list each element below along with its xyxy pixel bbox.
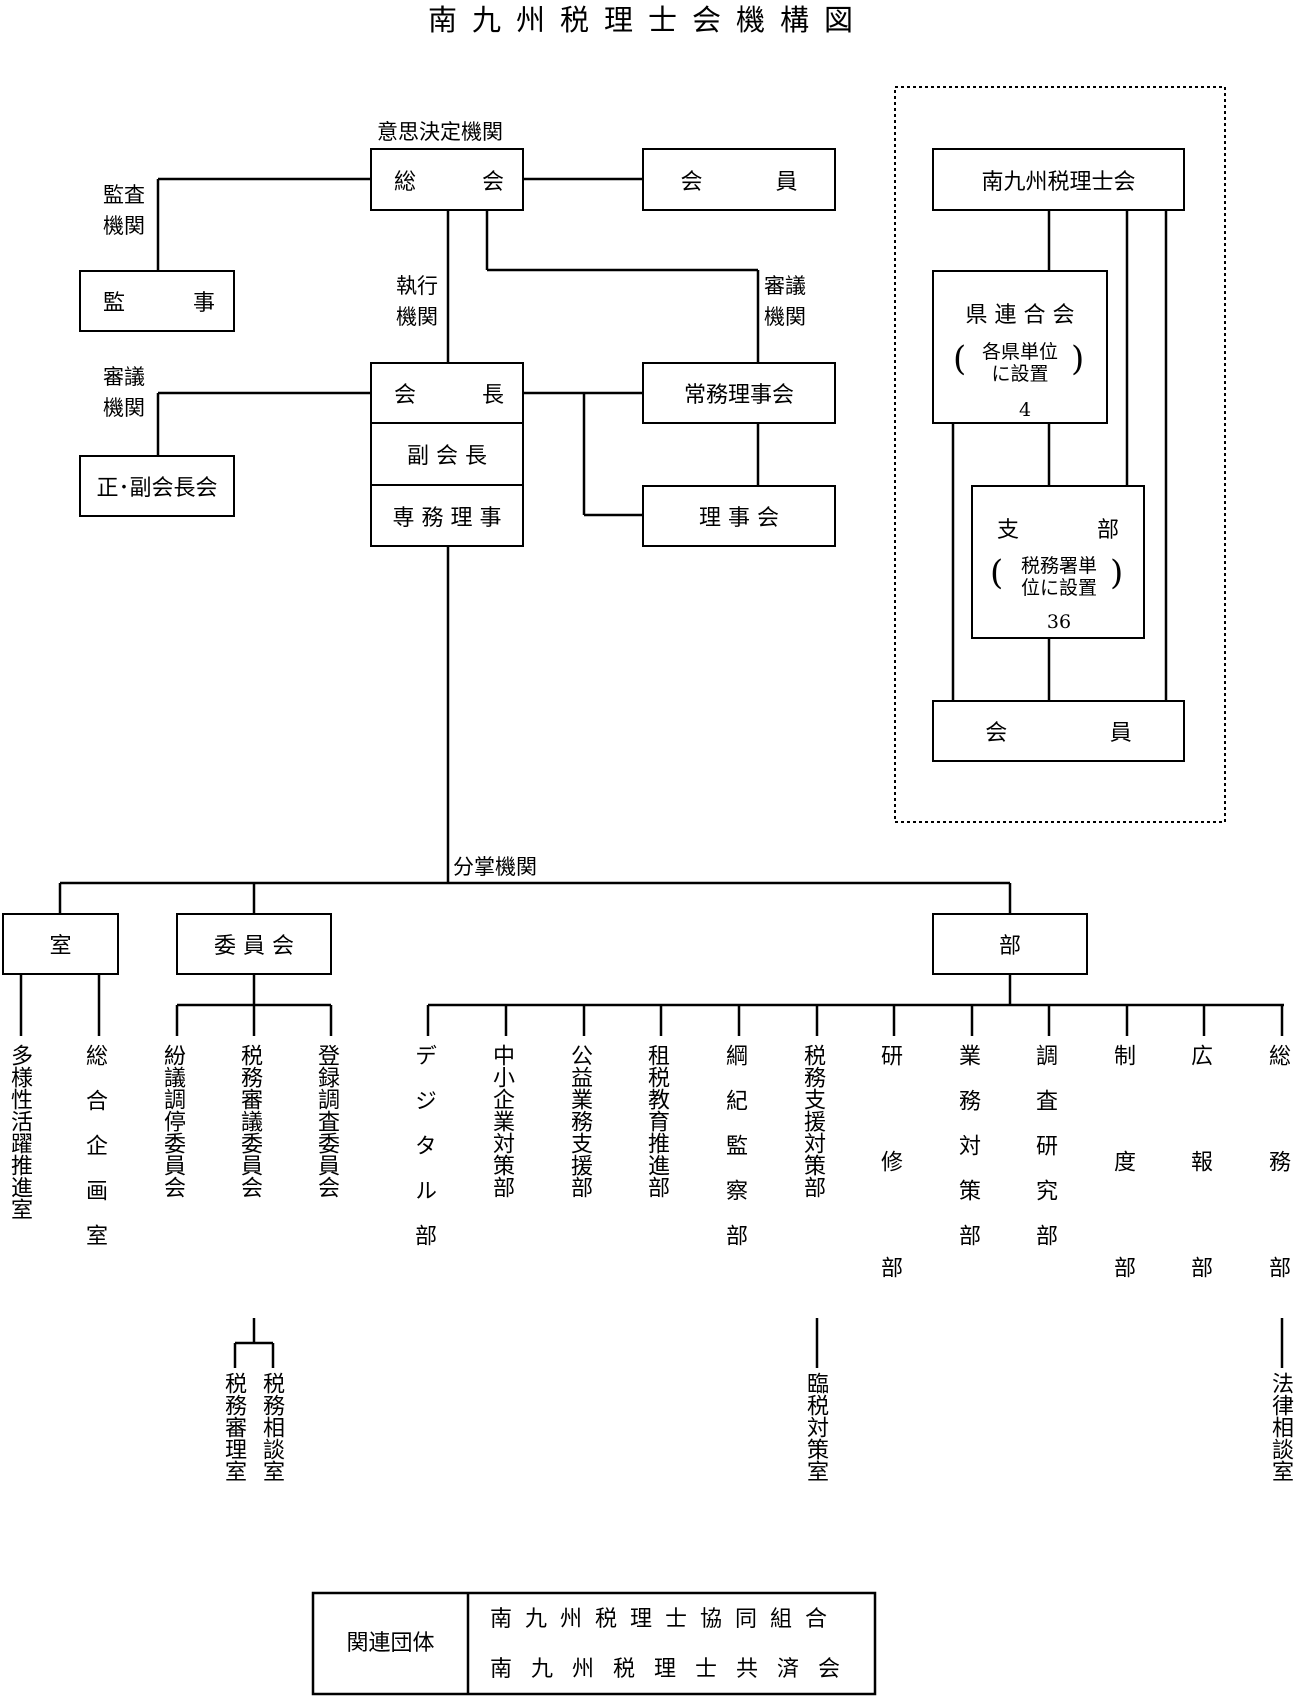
committee-sub-label: 税務相談室 xyxy=(259,1372,284,1482)
label-deliberation-left: 審議機関 xyxy=(103,365,145,420)
members-box: 会員 xyxy=(642,148,836,211)
executive-director-box: 専 務 理 事 xyxy=(370,484,524,547)
room-label: 総合企画室 xyxy=(82,1044,107,1269)
department-sub-label: 法律相談室 xyxy=(1268,1372,1293,1482)
label-decision-body: 意思決定機関 xyxy=(377,120,503,144)
committee-sub-label: 税務審理室 xyxy=(221,1372,246,1482)
vice-president-box: 副 会 長 xyxy=(370,422,524,486)
related-entity: 南九州税理士協同組合 xyxy=(490,1607,841,1632)
auditor-box: 監事 xyxy=(79,270,235,332)
department-label: 業務対策部 xyxy=(955,1044,980,1269)
label-deliberation-top: 審議機関 xyxy=(764,274,806,329)
prefecture-federation-count: 4 xyxy=(1018,399,1032,421)
paren-left: ( xyxy=(990,553,1004,593)
paren-left: ( xyxy=(953,339,967,379)
department-label: 租税教育推進部 xyxy=(644,1044,669,1198)
general-meeting-box: 総会 xyxy=(370,148,524,211)
related-entities-label: 関連団体 xyxy=(346,1631,435,1656)
department-label: 研修部 xyxy=(877,1044,902,1362)
committee-box: 委 員 会 xyxy=(176,913,332,975)
president-box: 会長 xyxy=(370,362,524,424)
room-label: 多様性活躍推進室 xyxy=(7,1044,32,1220)
association-box: 南九州税理士会 xyxy=(932,148,1185,211)
department-label: 広報部 xyxy=(1187,1044,1212,1362)
department-sub-label: 臨税対策室 xyxy=(803,1372,828,1482)
committee-label: 税務審議委員会 xyxy=(237,1044,262,1198)
panel-members-box: 会員 xyxy=(932,700,1185,762)
board-box: 理 事 会 xyxy=(642,485,836,547)
department-label: 制度部 xyxy=(1110,1044,1135,1362)
department-label: 総務部 xyxy=(1265,1044,1290,1362)
paren-right: ) xyxy=(1071,339,1085,379)
department-label: 調査研究部 xyxy=(1032,1044,1057,1269)
label-division-body: 分掌機関 xyxy=(453,855,537,879)
label-audit-body: 監査機関 xyxy=(103,183,145,238)
branch-box xyxy=(971,485,1145,639)
branch-note: 税務署単位に設置 xyxy=(1020,555,1097,599)
related-entity: 南九州税理士共済会 xyxy=(490,1657,860,1682)
prefecture-federation-note: 各県単位に設置 xyxy=(981,341,1058,385)
department-box: 部 xyxy=(932,913,1088,975)
prefecture-federation-title: 県 連 合 会 xyxy=(965,303,1075,328)
department-label: デジタル部 xyxy=(411,1044,436,1269)
department-label: 税務支援対策部 xyxy=(800,1044,825,1198)
president-vice-meeting-box: 正･副会長会 xyxy=(79,455,235,517)
department-label: 中小企業対策部 xyxy=(489,1044,514,1198)
page-title: 南九州税理士会機構図 xyxy=(427,3,868,37)
department-label: 綱紀監察部 xyxy=(722,1044,747,1269)
room-box: 室 xyxy=(2,913,119,975)
label-exec-body: 執行機関 xyxy=(396,274,438,329)
department-label: 公益業務支援部 xyxy=(567,1044,592,1198)
standing-board-box: 常務理事会 xyxy=(642,362,836,424)
prefecture-federation-box xyxy=(932,270,1108,424)
paren-right: ) xyxy=(1110,553,1124,593)
branch-title: 支部 xyxy=(997,518,1119,543)
branch-count: 36 xyxy=(1046,611,1072,633)
committee-label: 紛議調停委員会 xyxy=(160,1044,185,1198)
committee-label: 登録調査委員会 xyxy=(314,1044,339,1198)
